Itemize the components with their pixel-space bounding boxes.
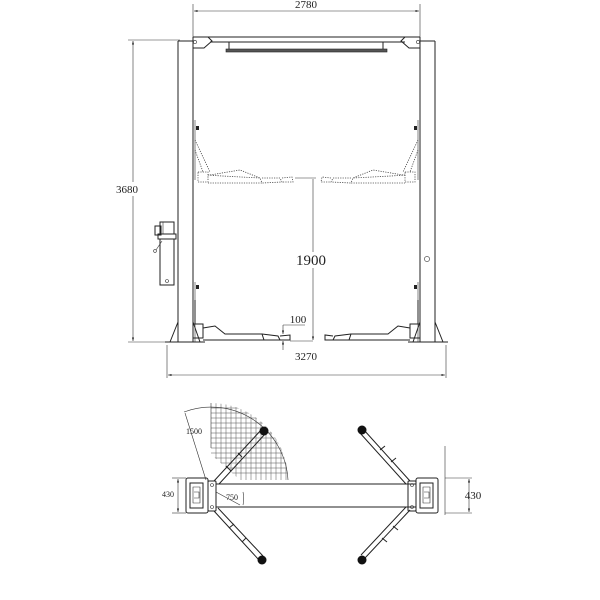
hydraulic-power-unit (153, 221, 177, 286)
dimension-label-2780: 2780 (295, 0, 318, 11)
dimension-label-3270: 3270 (295, 351, 318, 363)
overhead-crossbeam (193, 36, 420, 53)
left-column-top-view (185, 477, 217, 514)
right-arms-top-view (357, 425, 411, 565)
lift-pad-icon (259, 426, 269, 436)
dimension-min-pad-height: 100 (281, 314, 313, 350)
control-knob-icon (424, 256, 430, 262)
left-column (165, 37, 205, 343)
dimension-label-430-left: 430 (162, 490, 174, 499)
dimension-label-3680: 3680 (116, 184, 139, 196)
dimension-column-depth-right: 430 (444, 446, 482, 515)
left-arms-top-view (213, 426, 269, 565)
dimension-short-arm-reach: 750 (215, 491, 245, 506)
lowered-lift-arms (192, 300, 421, 341)
dimension-column-depth-left: 430 (162, 477, 186, 514)
right-column-top-view (407, 477, 439, 514)
dimension-label-1900: 1900 (296, 253, 326, 269)
dimension-label-100: 100 (290, 314, 307, 326)
lift-pad-icon (357, 425, 367, 435)
top-view: 1500 750 (162, 403, 482, 565)
lift-pad-icon (257, 555, 267, 565)
dimension-label-430-right: 430 (465, 490, 482, 502)
dimension-label-750: 750 (226, 493, 238, 502)
dimension-lift-height: 1900 (293, 179, 329, 340)
lift-pad-icon (357, 555, 367, 565)
dimension-arm-swing-radius: 1500 (184, 412, 207, 481)
dimension-overall-height: 3680 (116, 39, 180, 343)
dimension-label-1500: 1500 (186, 427, 202, 436)
front-view: 2780 3680 (116, 0, 448, 378)
dimension-overall-base-width: 3270 (166, 345, 447, 378)
right-column (408, 37, 448, 343)
raised-lift-arms (194, 139, 419, 184)
dimension-overall-width-top: 2780 (192, 0, 421, 40)
